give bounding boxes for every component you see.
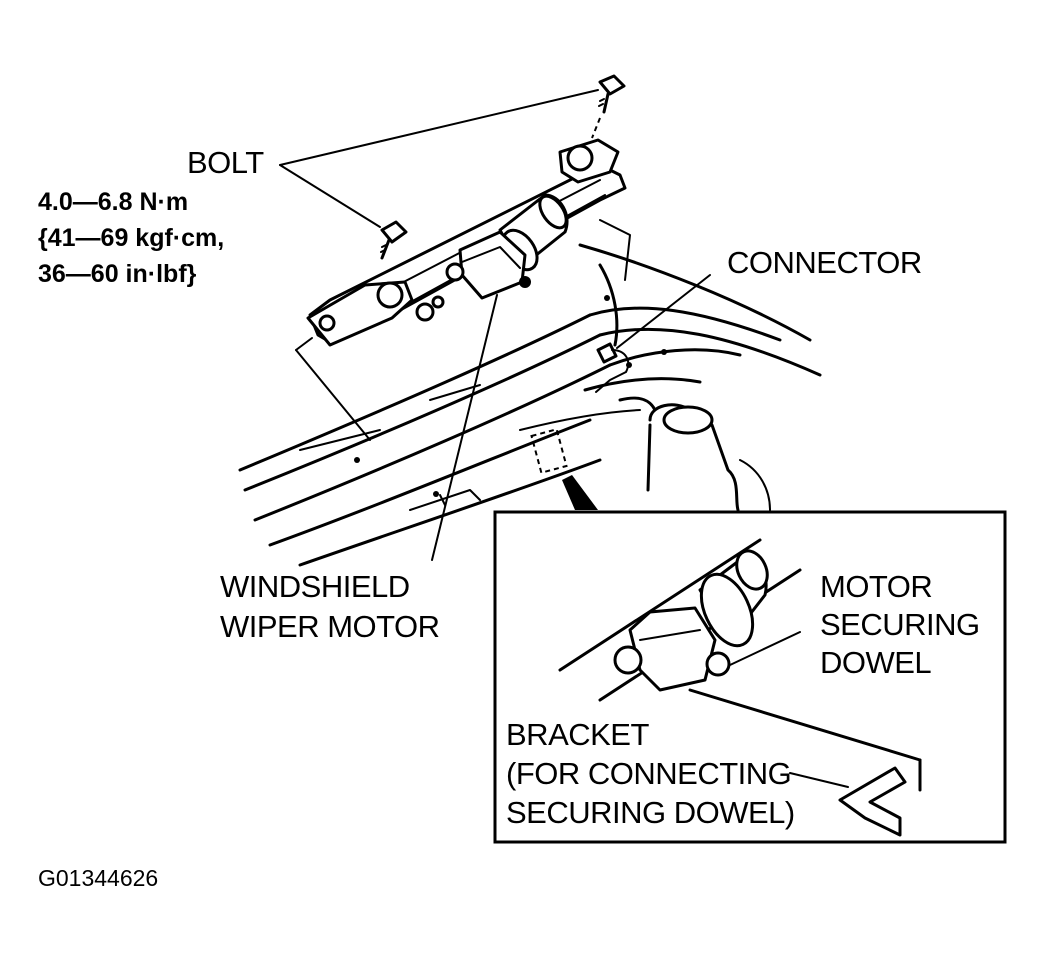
bolt-right xyxy=(591,74,626,139)
torque-nm-label: 4.0—6.8 N·m xyxy=(38,188,189,216)
dowel-label-line3: DOWEL xyxy=(820,645,932,680)
bracket-label-line2: (FOR CONNECTING xyxy=(506,756,792,791)
figure-code: G01344626 xyxy=(38,865,159,891)
dowel-label-line2: SECURING xyxy=(820,607,980,642)
bolt-label: BOLT xyxy=(187,145,264,180)
connector-label: CONNECTOR xyxy=(727,245,922,280)
torque-kgf-label: {41—69 kgf·cm, xyxy=(38,224,225,252)
wiper-linkage xyxy=(306,138,627,347)
leader-lines xyxy=(279,89,711,561)
torque-inlbf-label: 36—60 in·lbf} xyxy=(38,260,197,288)
bracket-label-line3: SECURING DOWEL) xyxy=(506,795,795,830)
wiper-motor-label-line2: WIPER MOTOR xyxy=(220,609,440,644)
wiper-motor-label-line1: WINDSHIELD xyxy=(220,569,410,604)
bracket-label-line1: BRACKET xyxy=(506,717,649,752)
detail-inset xyxy=(493,510,1007,844)
dowel-label-line1: MOTOR xyxy=(820,569,933,604)
bolt-left xyxy=(380,220,408,260)
